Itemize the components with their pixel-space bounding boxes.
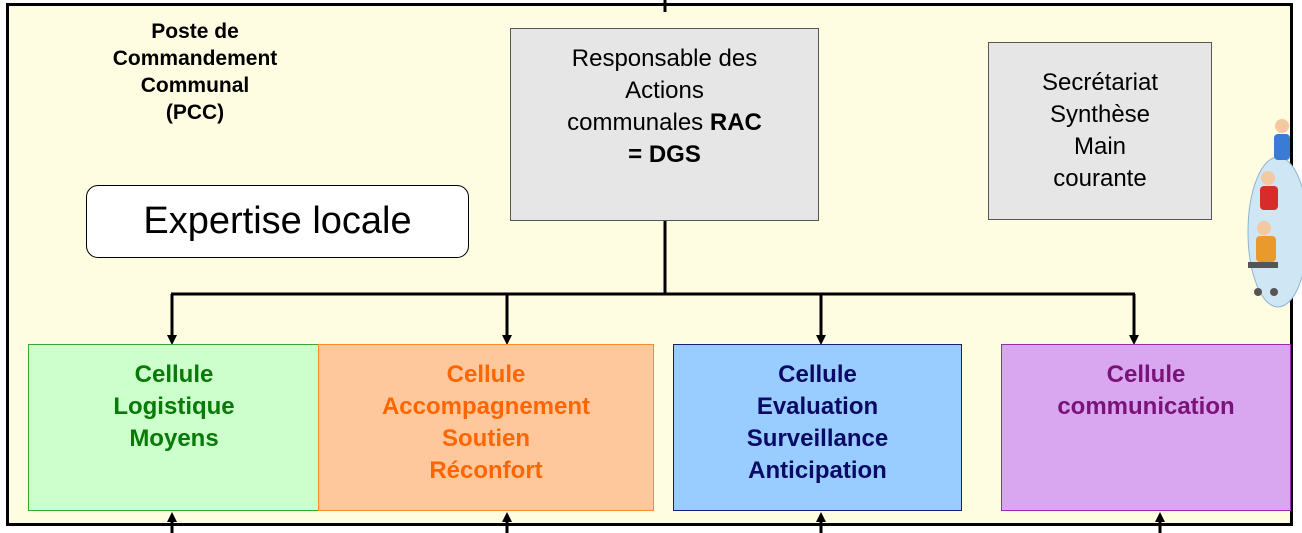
- rac-line: Responsable des: [571, 45, 758, 72]
- cell-line: Réconfort: [429, 457, 543, 484]
- secretariat-line: Synthèse: [1049, 101, 1151, 128]
- cell-line: Moyens: [129, 425, 219, 452]
- rac-box: Responsable des Actions communales RAC =…: [510, 28, 819, 221]
- cell-line: communication: [1057, 393, 1235, 420]
- secretariat-box: Secrétariat Synthèse Main courante: [988, 42, 1212, 220]
- cell-line: Surveillance: [746, 425, 889, 452]
- cell-line: Cellule: [134, 361, 214, 388]
- cell-line: Cellule: [446, 361, 526, 388]
- pcc-title-line: Commandement: [112, 47, 278, 70]
- rac-line: communales RAC: [567, 107, 762, 139]
- pcc-title-line: Poste de: [151, 20, 239, 43]
- cell-logistique: Cellule Logistique Moyens: [28, 344, 320, 511]
- cell-line: Anticipation: [748, 457, 887, 484]
- pcc-title-line: Communal: [140, 74, 250, 97]
- cell-line: Logistique: [113, 393, 235, 420]
- cell-accompagnement: Cellule Accompagnement Soutien Réconfort: [318, 344, 654, 511]
- rac-acronym: RAC: [709, 109, 762, 136]
- team-people-illustration: [1247, 119, 1302, 308]
- pcc-title: Poste de Commandement Communal (PCC): [95, 18, 295, 126]
- cell-line: Soutien: [442, 425, 530, 452]
- cell-line: Cellule: [778, 361, 857, 388]
- cell-communication: Cellule communication: [1001, 344, 1291, 511]
- rac-dgs: = DGS: [628, 141, 701, 168]
- rac-line-text: communales: [567, 109, 710, 136]
- pcc-title-line: (PCC): [165, 101, 225, 124]
- cell-evaluation: Cellule Evaluation Surveillance Anticipa…: [673, 344, 962, 511]
- secretariat-line: Secrétariat: [1041, 69, 1159, 96]
- secretariat-line: Main: [1073, 133, 1127, 160]
- cell-line: Evaluation: [756, 393, 879, 420]
- expertise-locale-box: Expertise locale: [86, 185, 469, 258]
- rac-line: Actions: [625, 77, 704, 104]
- secretariat-line: courante: [1053, 165, 1147, 192]
- cell-line: Cellule: [1106, 361, 1186, 388]
- cell-line: Accompagnement: [381, 393, 591, 420]
